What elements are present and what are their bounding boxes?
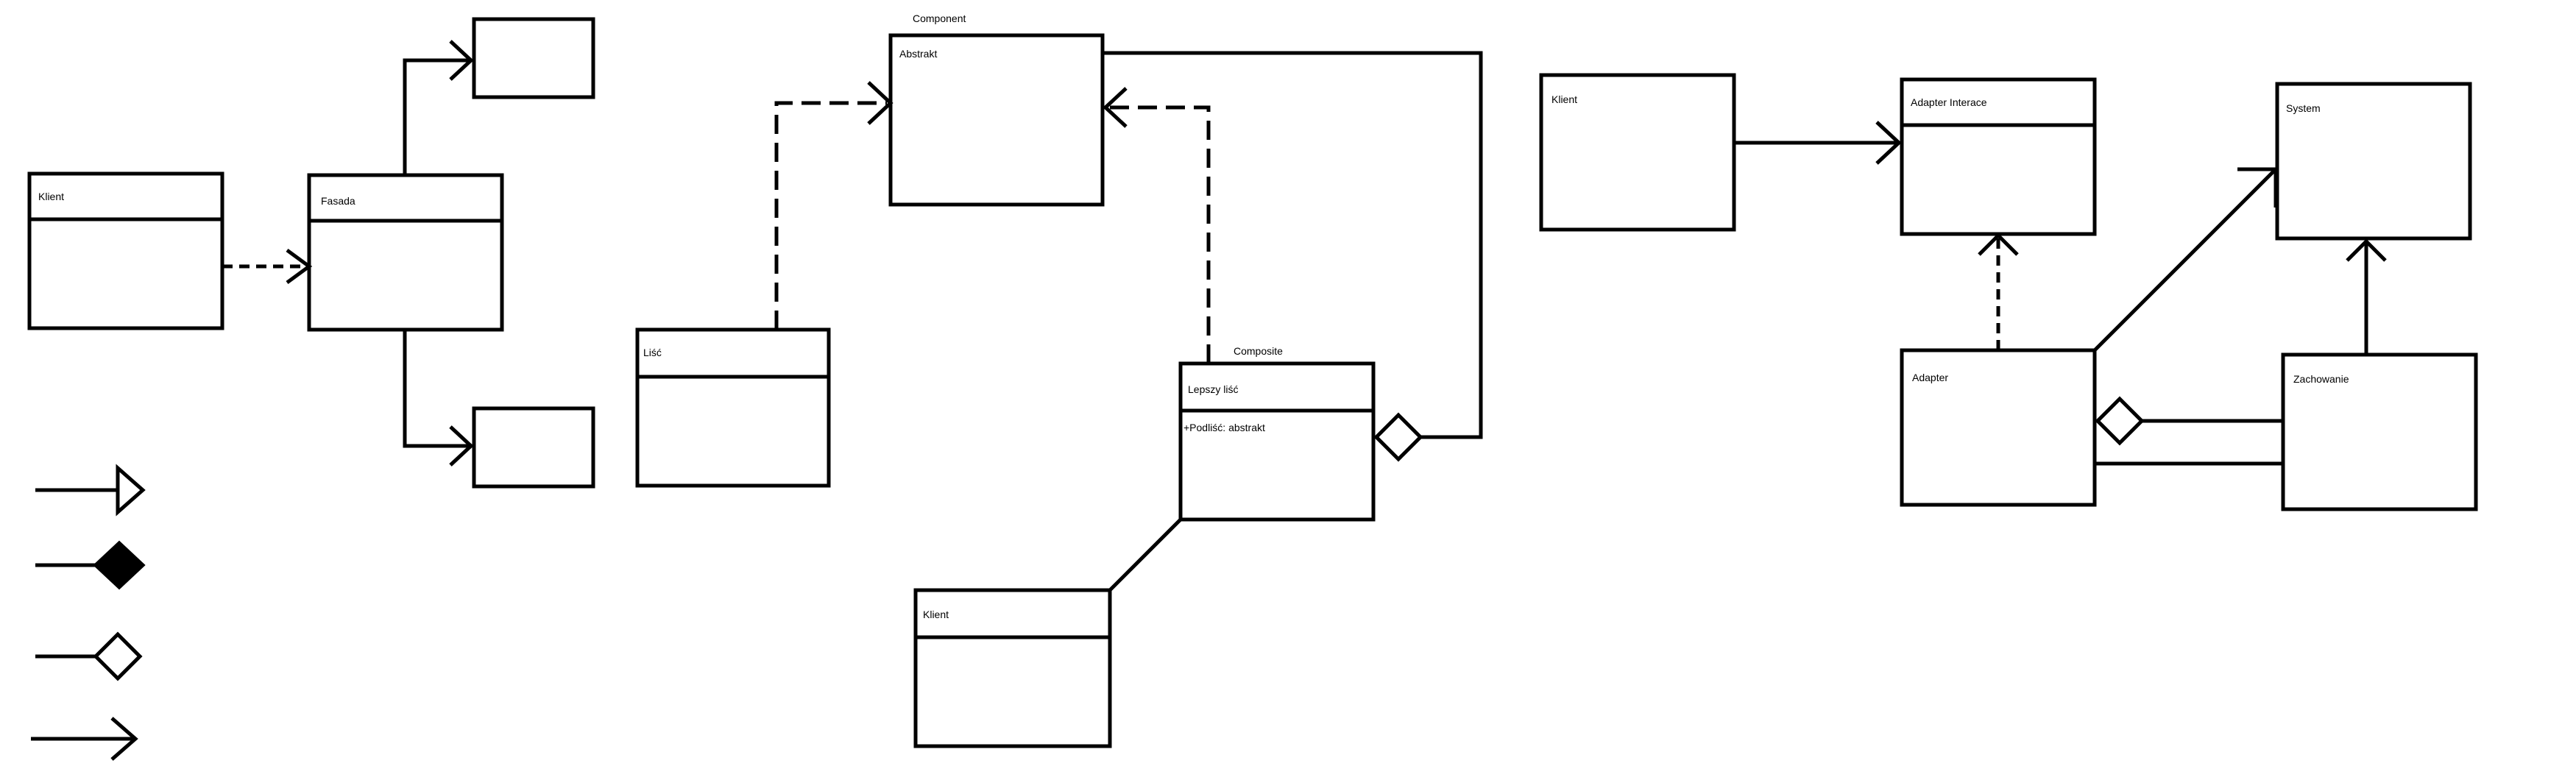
facade-dependency-arrow — [222, 248, 313, 285]
better-leaf-class[interactable]: Lepszy liść +Podliść: abstrakt — [1178, 361, 1376, 522]
leaf-realization-arrow — [774, 81, 894, 330]
legend-generalization-arrow — [35, 464, 146, 517]
abstract-label: Abstrakt — [899, 48, 937, 60]
composite-caption: Composite — [1234, 345, 1283, 357]
system-label: System — [2286, 102, 2321, 114]
better-leaf-label: Lepszy liść — [1188, 383, 1238, 395]
facade-association-top — [403, 40, 474, 175]
better-leaf-realization-arrow — [1103, 87, 1211, 364]
adapter-label: Adapter — [1912, 372, 1948, 383]
composite-pattern: Component Composite Abstrakt Liść Lepszy… — [635, 13, 1483, 748]
legend-aggregation-arrow — [35, 631, 143, 681]
behavior-system-association — [2346, 238, 2387, 355]
leaf-class[interactable]: Liść — [635, 327, 831, 488]
facade-class[interactable]: Fasada — [307, 173, 504, 332]
adapter-pattern: Klient Adapter Interace System Adapter Z… — [1539, 73, 2478, 511]
facade-client-class[interactable]: Klient — [27, 171, 224, 330]
adapter-client-label: Klient — [1551, 93, 1577, 105]
facade-label: Fasada — [321, 195, 355, 207]
aggregation-diamond — [1373, 412, 1423, 462]
adapter-system-association — [2093, 167, 2278, 352]
composite-client-label: Klient — [923, 609, 949, 620]
system-class[interactable]: System — [2275, 82, 2472, 241]
adapter-interface-label: Adapter Interace — [1911, 96, 1987, 108]
better-leaf-attribute: +Podliść: abstrakt — [1183, 422, 1265, 433]
adapter-behavior-aggregation — [2095, 396, 2283, 446]
facade-subsystem-top-box[interactable] — [472, 17, 595, 99]
adapter-class[interactable]: Adapter — [1900, 348, 2097, 507]
adapter-realization-arrow — [1978, 233, 2019, 350]
legend-association-arrow — [31, 717, 138, 761]
adapter-client-association — [1734, 121, 1902, 165]
legend-composition-arrow — [35, 540, 146, 590]
facade-client-label: Klient — [38, 191, 64, 202]
abstract-class[interactable]: Abstrakt — [888, 33, 1105, 207]
facade-subsystem-bottom-box[interactable] — [472, 406, 595, 489]
adapter-aggregation-diamond — [2095, 396, 2145, 446]
leaf-label: Liść — [643, 347, 662, 358]
adapter-interface-class[interactable]: Adapter Interace — [1900, 77, 2097, 236]
facade-pattern: Klient Fasada — [27, 17, 595, 489]
facade-association-bottom — [403, 330, 474, 467]
adapter-client-class[interactable]: Klient — [1539, 73, 1736, 232]
behavior-class[interactable]: Zachowanie — [2281, 352, 2478, 511]
behavior-label: Zachowanie — [2293, 373, 2349, 385]
composite-aggregation-link — [1103, 51, 1483, 462]
component-caption: Component — [913, 13, 966, 24]
composite-client-class[interactable]: Klient — [913, 588, 1112, 748]
relationship-legend — [31, 464, 146, 761]
composite-client-association — [1108, 518, 1182, 592]
